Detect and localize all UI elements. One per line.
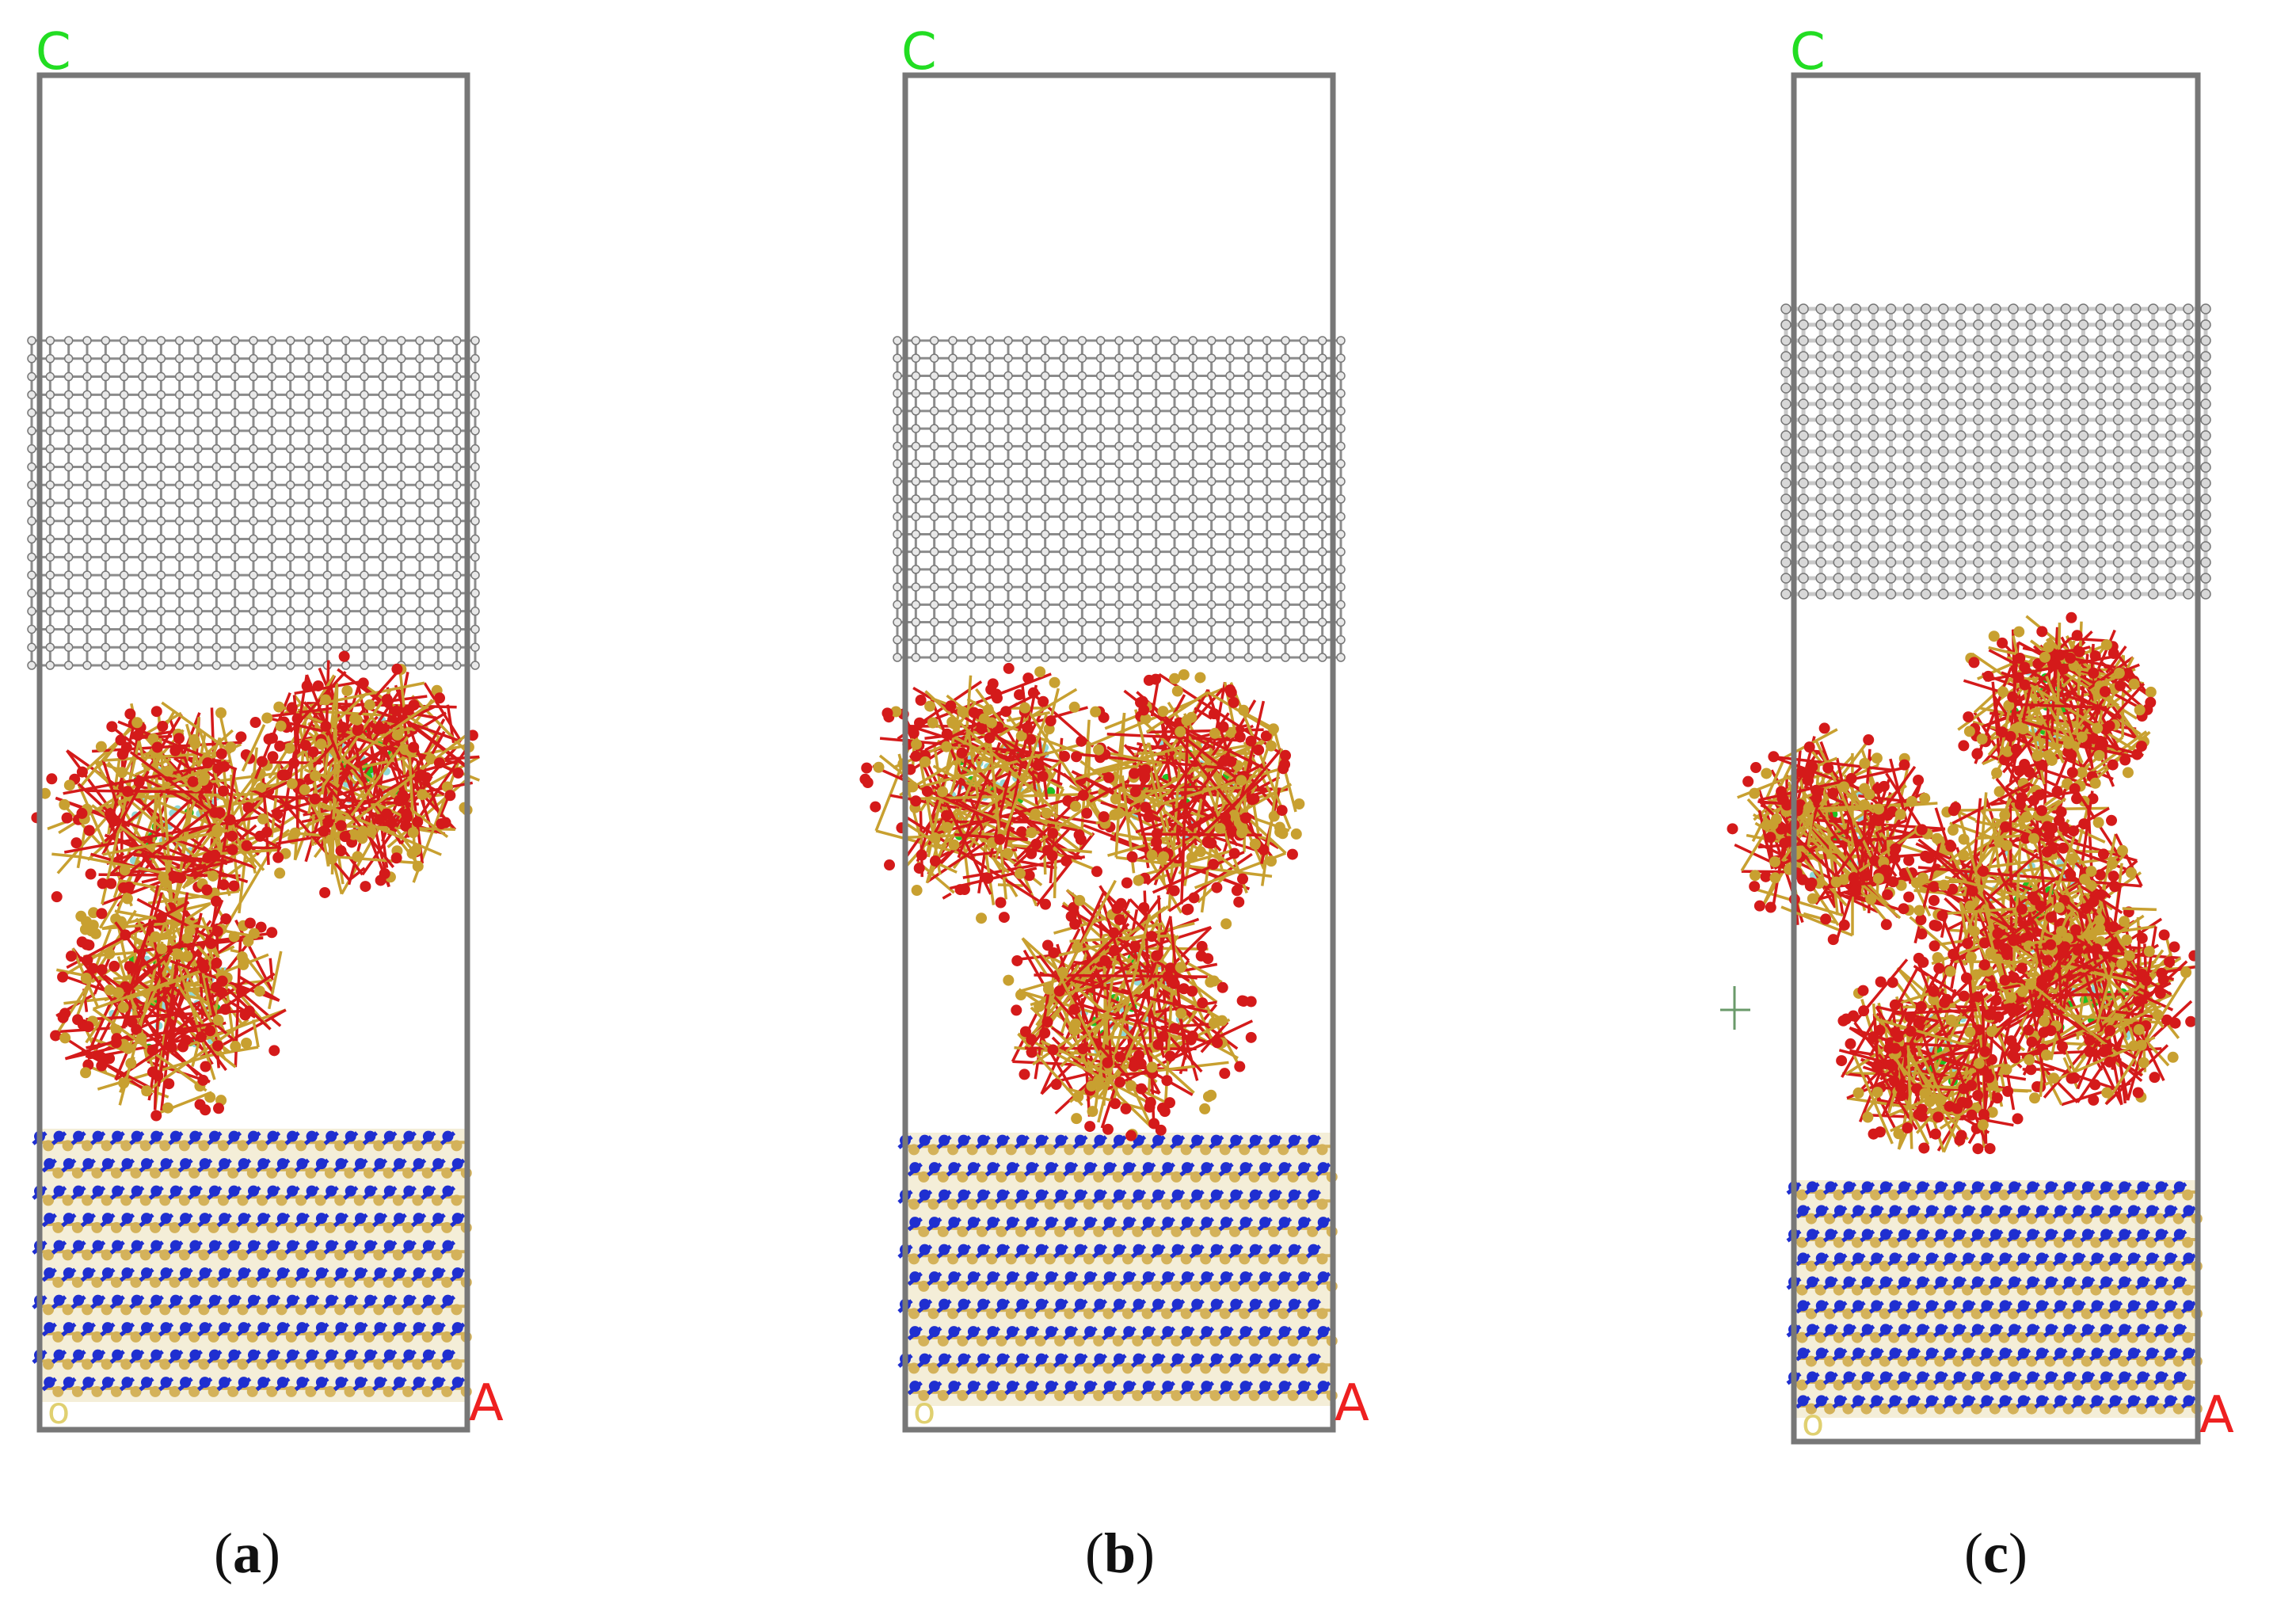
- axis-origin-label: o: [913, 1389, 935, 1432]
- panel-b: C Ao: [859, 23, 1369, 1433]
- molecular-cluster: [31, 701, 299, 955]
- axis-a-label: A: [469, 1374, 504, 1433]
- axis-c-label: C: [1790, 23, 1826, 82]
- panel-c: C Ao: [1720, 23, 2234, 1445]
- simulation-cell-border: [1791, 72, 2201, 1445]
- simulation-cell-border: [902, 72, 1336, 1433]
- axis-c-label: C: [36, 23, 71, 82]
- axis-a-label: A: [2199, 1386, 2234, 1445]
- molecular-cluster: [1957, 611, 2157, 814]
- molecular-cluster: [1836, 948, 2047, 1155]
- axis-origin-label: o: [48, 1389, 70, 1432]
- molecular-cluster: [859, 662, 1129, 924]
- graphite-layer: [1780, 303, 2211, 600]
- caption-c-letter: c: [1982, 1522, 2009, 1585]
- caption-a-letter: a: [232, 1522, 261, 1585]
- caption-b: (b): [1085, 1522, 1156, 1585]
- caption-c: (c): [1964, 1522, 2028, 1585]
- substrate-layer: [1786, 1180, 2203, 1418]
- substrate-layer: [32, 1129, 472, 1402]
- graphite-layer: [893, 336, 1346, 662]
- caption-b-letter: b: [1103, 1522, 1137, 1585]
- axis-origin-icon: [1720, 986, 1750, 1030]
- axis-a-label: A: [1335, 1374, 1369, 1433]
- panel-a: C Ao: [27, 23, 504, 1433]
- axis-origin-label: o: [1802, 1401, 1824, 1444]
- molecular-cluster: [50, 870, 287, 1122]
- graphite-layer: [27, 336, 480, 670]
- molecular-cluster: [1003, 877, 1257, 1141]
- substrate-layer: [897, 1133, 1338, 1406]
- caption-a: (a): [214, 1522, 280, 1585]
- axis-c-label: C: [901, 23, 937, 82]
- molecular-cluster: [241, 650, 481, 898]
- molecular-cluster: [1062, 669, 1305, 915]
- simulation-cell-border: [36, 72, 470, 1433]
